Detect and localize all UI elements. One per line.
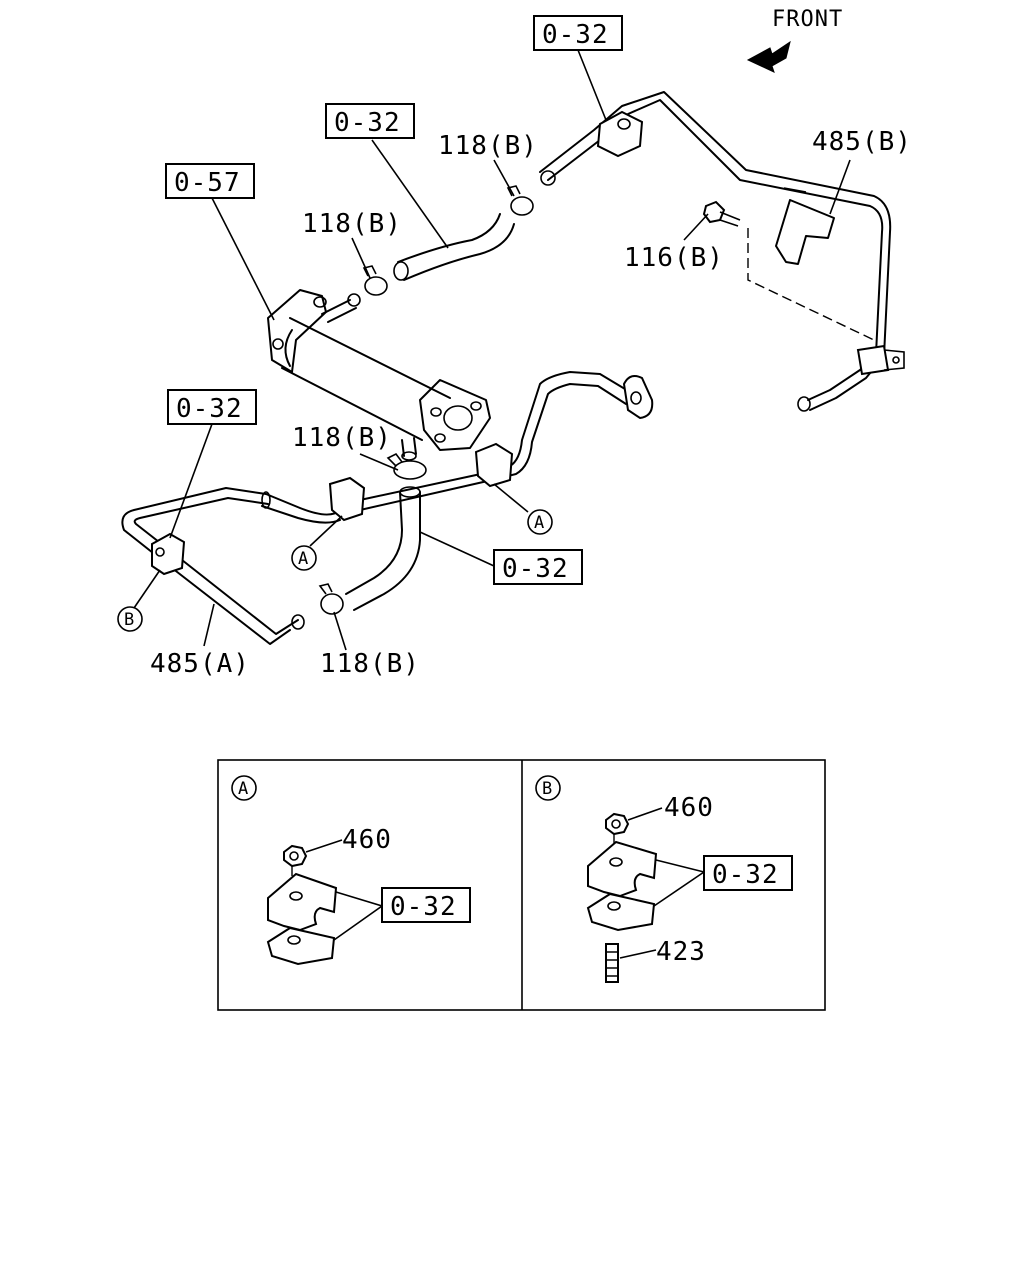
ref-032-label: 0-32 — [334, 108, 401, 138]
pipe-485b-label[interactable]: 485(B) — [812, 127, 912, 157]
detail-b: B 460 0-32 423 — [535, 775, 793, 983]
reference-box-032-left[interactable]: 0-32 — [167, 389, 257, 425]
front-arrow-icon — [746, 40, 791, 73]
hose-clamp-upper-right — [506, 185, 534, 216]
clamp-118b-label[interactable]: 118(B) — [292, 423, 392, 453]
reference-box-032-top[interactable]: 0-32 — [533, 15, 623, 51]
upper-water-hose — [393, 213, 515, 281]
hose-clamp-upper-left — [362, 265, 388, 296]
water-pipe-485b — [539, 91, 905, 412]
marker-a-text: A — [238, 779, 248, 799]
lower-water-hose — [345, 486, 421, 611]
ref-032-label: 0-32 — [176, 394, 243, 424]
front-label: FRONT — [772, 7, 843, 32]
nut-460-shape — [283, 844, 308, 868]
leader-lines — [133, 49, 851, 651]
nut-460-label[interactable]: 460 — [664, 793, 714, 823]
egr-cooler — [267, 289, 491, 461]
ref-032-label: 0-32 — [542, 20, 609, 50]
front-indicator: FRONT — [746, 7, 843, 73]
clamp-118b-label[interactable]: 118(B) — [438, 131, 538, 161]
bolt-116b — [702, 200, 741, 227]
reference-box-032-upper-hose[interactable]: 0-32 — [325, 103, 415, 139]
pipe-485a-label[interactable]: 485(A) — [150, 649, 250, 679]
detail-a: A 460 0-32 — [231, 775, 471, 966]
reference-box-032-lower-hose[interactable]: 0-32 — [493, 549, 583, 585]
marker-a-text: A — [298, 549, 308, 569]
hose-clamp-lower — [318, 583, 344, 615]
marker-a-text: A — [534, 513, 544, 533]
detail-panels — [217, 759, 826, 1011]
stud-423-shape — [605, 943, 619, 983]
marker-b-text: B — [124, 610, 134, 630]
marker-a-left[interactable]: A — [291, 545, 317, 571]
nut-460-label[interactable]: 460 — [342, 825, 392, 855]
hose-clamp-middle — [386, 452, 427, 480]
detail-b-marker[interactable]: B — [535, 775, 561, 801]
clamp-118b-label[interactable]: 118(B) — [320, 649, 420, 679]
marker-a-right[interactable]: A — [527, 509, 553, 535]
reference-box-057[interactable]: 0-57 — [165, 163, 255, 199]
bolt-116b-label[interactable]: 116(B) — [624, 243, 724, 273]
ref-032-label: 0-32 — [390, 892, 457, 922]
ref-032-label: 0-32 — [712, 860, 779, 890]
reference-box-032-detail-a[interactable]: 0-32 — [381, 887, 471, 923]
ref-057-label: 0-57 — [174, 168, 241, 198]
clamp-118b-label[interactable]: 118(B) — [302, 209, 402, 239]
stud-423-label[interactable]: 423 — [656, 937, 706, 967]
ref-032-label: 0-32 — [502, 554, 569, 584]
pipe-bracket — [775, 187, 835, 265]
nut-460-shape — [605, 812, 630, 836]
marker-b-text: B — [542, 779, 552, 799]
reference-box-032-detail-b[interactable]: 0-32 — [703, 855, 793, 891]
marker-b[interactable]: B — [117, 606, 143, 632]
detail-a-marker[interactable]: A — [231, 775, 257, 801]
